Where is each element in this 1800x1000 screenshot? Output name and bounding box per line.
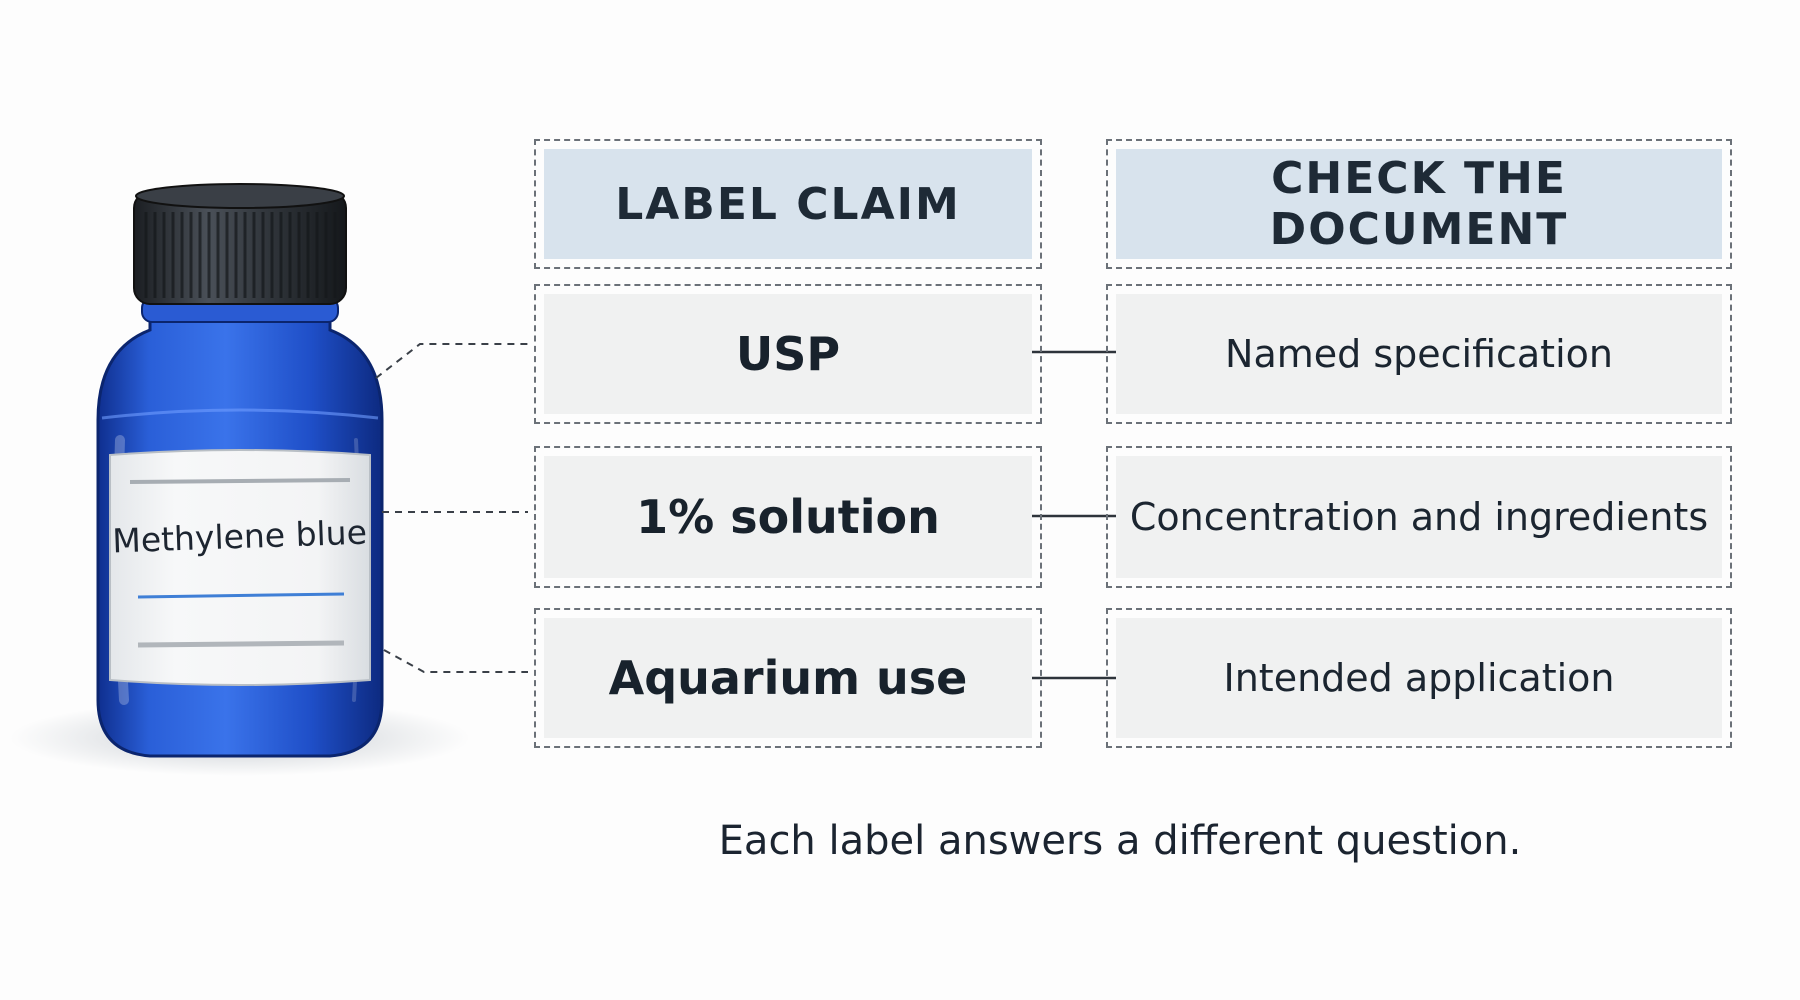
- claim-box-usp: USP: [534, 284, 1042, 424]
- claim-text: 1% solution: [544, 456, 1032, 578]
- connector-bottle-aquarium: [383, 649, 528, 673]
- check-text: Intended application: [1116, 618, 1722, 738]
- check-text: Concentration and ingredients: [1116, 456, 1722, 578]
- bottle-label: Methylene blue: [109, 449, 371, 686]
- claim-box-solution: 1% solution: [534, 446, 1042, 588]
- claim-box-aquarium: Aquarium use: [534, 608, 1042, 748]
- claim-text: Aquarium use: [544, 618, 1032, 738]
- header-label-claim: LABEL CLAIM: [534, 139, 1042, 269]
- check-box-application: Intended application: [1106, 608, 1732, 748]
- header-label-claim-text: LABEL CLAIM: [544, 149, 1032, 259]
- caption: Each label answers a different question.: [718, 818, 1522, 864]
- header-check-document-text: CHECK THE DOCUMENT: [1116, 149, 1722, 259]
- check-text: Named specification: [1116, 294, 1722, 414]
- bottle-cap: [133, 183, 347, 305]
- check-box-concentration: Concentration and ingredients: [1106, 446, 1732, 588]
- header-check-document: CHECK THE DOCUMENT: [1106, 139, 1732, 269]
- check-box-specification: Named specification: [1106, 284, 1732, 424]
- claim-text: USP: [544, 294, 1032, 414]
- bottle-label-text: Methylene blue: [112, 513, 368, 561]
- connector-bottle-usp: [375, 343, 528, 379]
